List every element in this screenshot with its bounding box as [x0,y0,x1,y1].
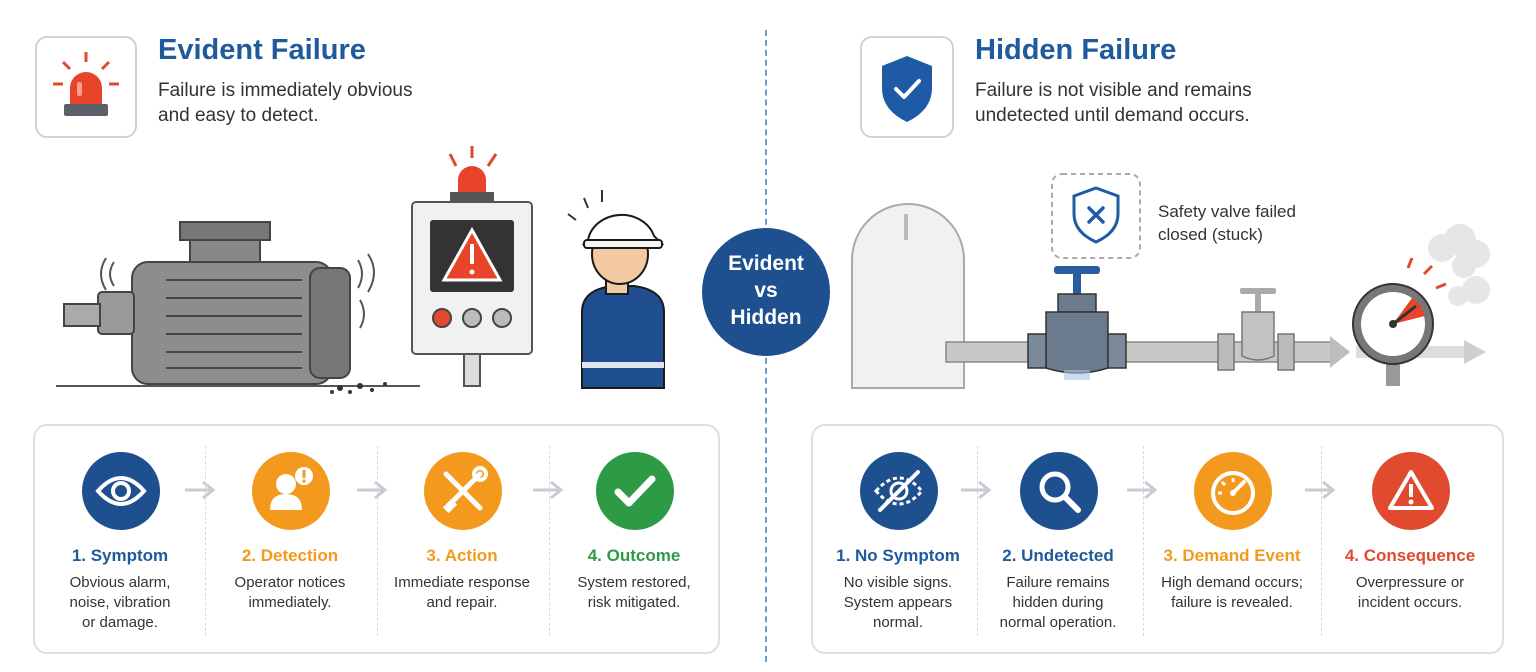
siren-icon [53,52,119,116]
arrow-icon [961,480,992,500]
hidden-step-no-symptom: 1. No Symptom No visible signs.System ap… [813,426,983,652]
pressure-vessel [851,203,965,389]
step-description: High demand occurs;failure is revealed. [1161,574,1303,611]
eye-icon [95,476,147,506]
step-title: 3. Action [426,546,498,565]
evident-step-outcome: 4. Outcome System restored,risk mitigate… [549,426,719,652]
evident-steps-panel: 1. Symptom Obvious alarm,noise, vibratio… [33,424,720,654]
step-title: 4. Consequence [1344,546,1476,565]
pressure-gauge [1352,224,1490,386]
step-title: 4. Outcome [587,546,681,565]
hidden-description: Failure is not visible and remains undet… [975,80,1252,126]
evident-description: Failure is immediately obvious and easy … [158,80,413,126]
alarm-panel-illustration [411,146,533,387]
tools-icon [442,466,488,514]
operator-alert-icon [270,467,313,510]
step-title: 3. Demand Event [1163,546,1301,565]
evident-step-symptom: 1. Symptom Obvious alarm,noise, vibratio… [35,426,205,652]
hidden-title: Hidden Failure [975,34,1177,66]
hidden-illustration [851,173,1490,389]
operator-illustration [567,190,665,389]
step-title: 2. Detection [241,546,339,565]
step-title: 1. No Symptom [836,546,960,565]
callout-shield [1051,173,1141,259]
hidden-steps-panel: 1. No Symptom No visible signs.System ap… [811,424,1504,654]
evident-vs-hidden-badge: Evident vs Hidden [702,228,830,356]
evident-title: Evident Failure [158,34,366,66]
step-title: 1. Symptom [71,546,169,565]
gauge-icon [1211,471,1255,515]
arrow-icon [1127,480,1158,500]
hidden-icon-box [860,36,954,138]
eye-off-icon [873,470,925,512]
check-icon [614,475,656,507]
magnifier-icon [1039,471,1081,513]
evident-icon-box [35,36,137,138]
step-title: 2. Undetected [1002,546,1114,565]
arrow-icon [185,480,216,500]
warning-icon [1388,470,1434,510]
motor-illustration [56,221,420,394]
valve-callout-text: Safety valve failed closed (stuck) [1158,202,1296,244]
evident-illustration [56,146,665,394]
step-description: System restored,risk mitigated. [577,574,691,611]
arrow-icon [1305,480,1336,500]
shield-check-icon [882,56,932,122]
arrow-icon [357,480,388,500]
hidden-step-demand-event: 3. Demand Event High demand occurs;failu… [1147,426,1317,652]
safety-valve [1027,266,1127,380]
second-valve [1217,288,1295,371]
arrow-icon [533,480,564,500]
